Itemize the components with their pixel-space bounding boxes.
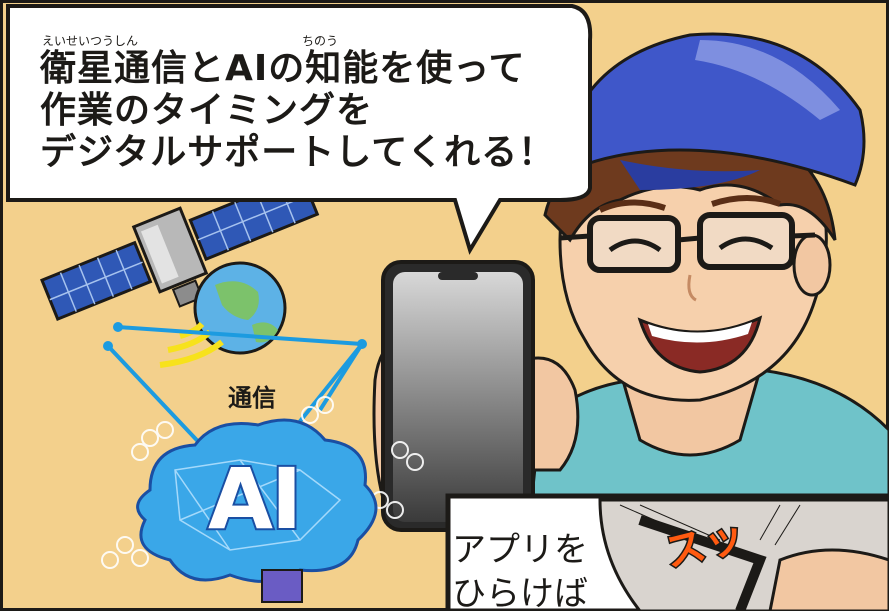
inset-line-1: アプリを [452,530,588,570]
speech-bubble [6,3,593,255]
ai-label: AI [206,448,304,550]
ai-cloud-icon [136,418,378,603]
inset-line-2: ひらけば [452,574,588,611]
inset-panel [445,493,889,611]
hexagon-pattern [101,396,424,569]
smartphone-icon [381,260,535,532]
speech-line-1: 衛星通信とAIの知能を使って [40,48,526,89]
furigana-eisei-tsushin: えいせいつうしん [42,34,139,48]
inset-panel-text: アプリを ひらけば [452,528,588,611]
speech-line-2: 作業のタイミングを [40,90,374,131]
speech-line-3: デジタルサポートしてくれる！ [40,132,556,173]
communication-label: 通信 [228,384,276,412]
earth-icon [193,261,287,355]
furigana-chinou: ちのう [302,34,339,48]
speech-bubble-text: えいせいつうしん ちのう 衛星通信とAIの知能を使って 作業のタイミングを デジ… [40,34,560,174]
satellite-icon [40,173,320,322]
